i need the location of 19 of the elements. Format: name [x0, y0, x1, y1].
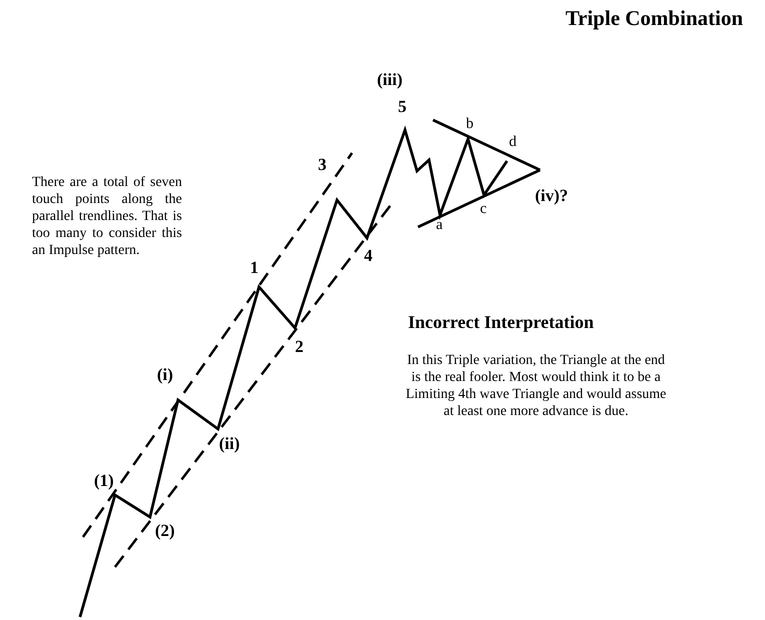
- wave-label: (iv)?: [535, 186, 568, 207]
- wave-label: (ii): [219, 434, 240, 455]
- wave-label: b: [466, 115, 474, 134]
- wave-label: 5: [398, 97, 406, 118]
- wave-label: (1): [94, 471, 114, 492]
- wave-label: 4: [364, 246, 372, 267]
- diagram-title: Triple Combination: [565, 6, 743, 31]
- wave-label: (i): [157, 365, 174, 386]
- wave-label: 2: [295, 337, 304, 358]
- note-text: There are a total of seven touch points along the parallel trendlines. That is too many to consider this an Impulse pattern.: [32, 174, 182, 260]
- section-heading: Incorrect Interpretation: [408, 312, 594, 334]
- note-text: In this Triple variation, the Triangle at the end is the real fooler. Most would think it to be a Limiting 4th wave Triangle and would assume at least one more advance is due.: [404, 352, 668, 420]
- wave-label: c: [480, 200, 487, 218]
- wave-label: (2): [155, 521, 175, 542]
- wave-label: (iii): [377, 70, 402, 91]
- wave-label: a: [436, 216, 443, 234]
- wave-label: 3: [318, 155, 326, 176]
- wave-label: d: [509, 133, 516, 152]
- wave-label: 1: [250, 258, 258, 279]
